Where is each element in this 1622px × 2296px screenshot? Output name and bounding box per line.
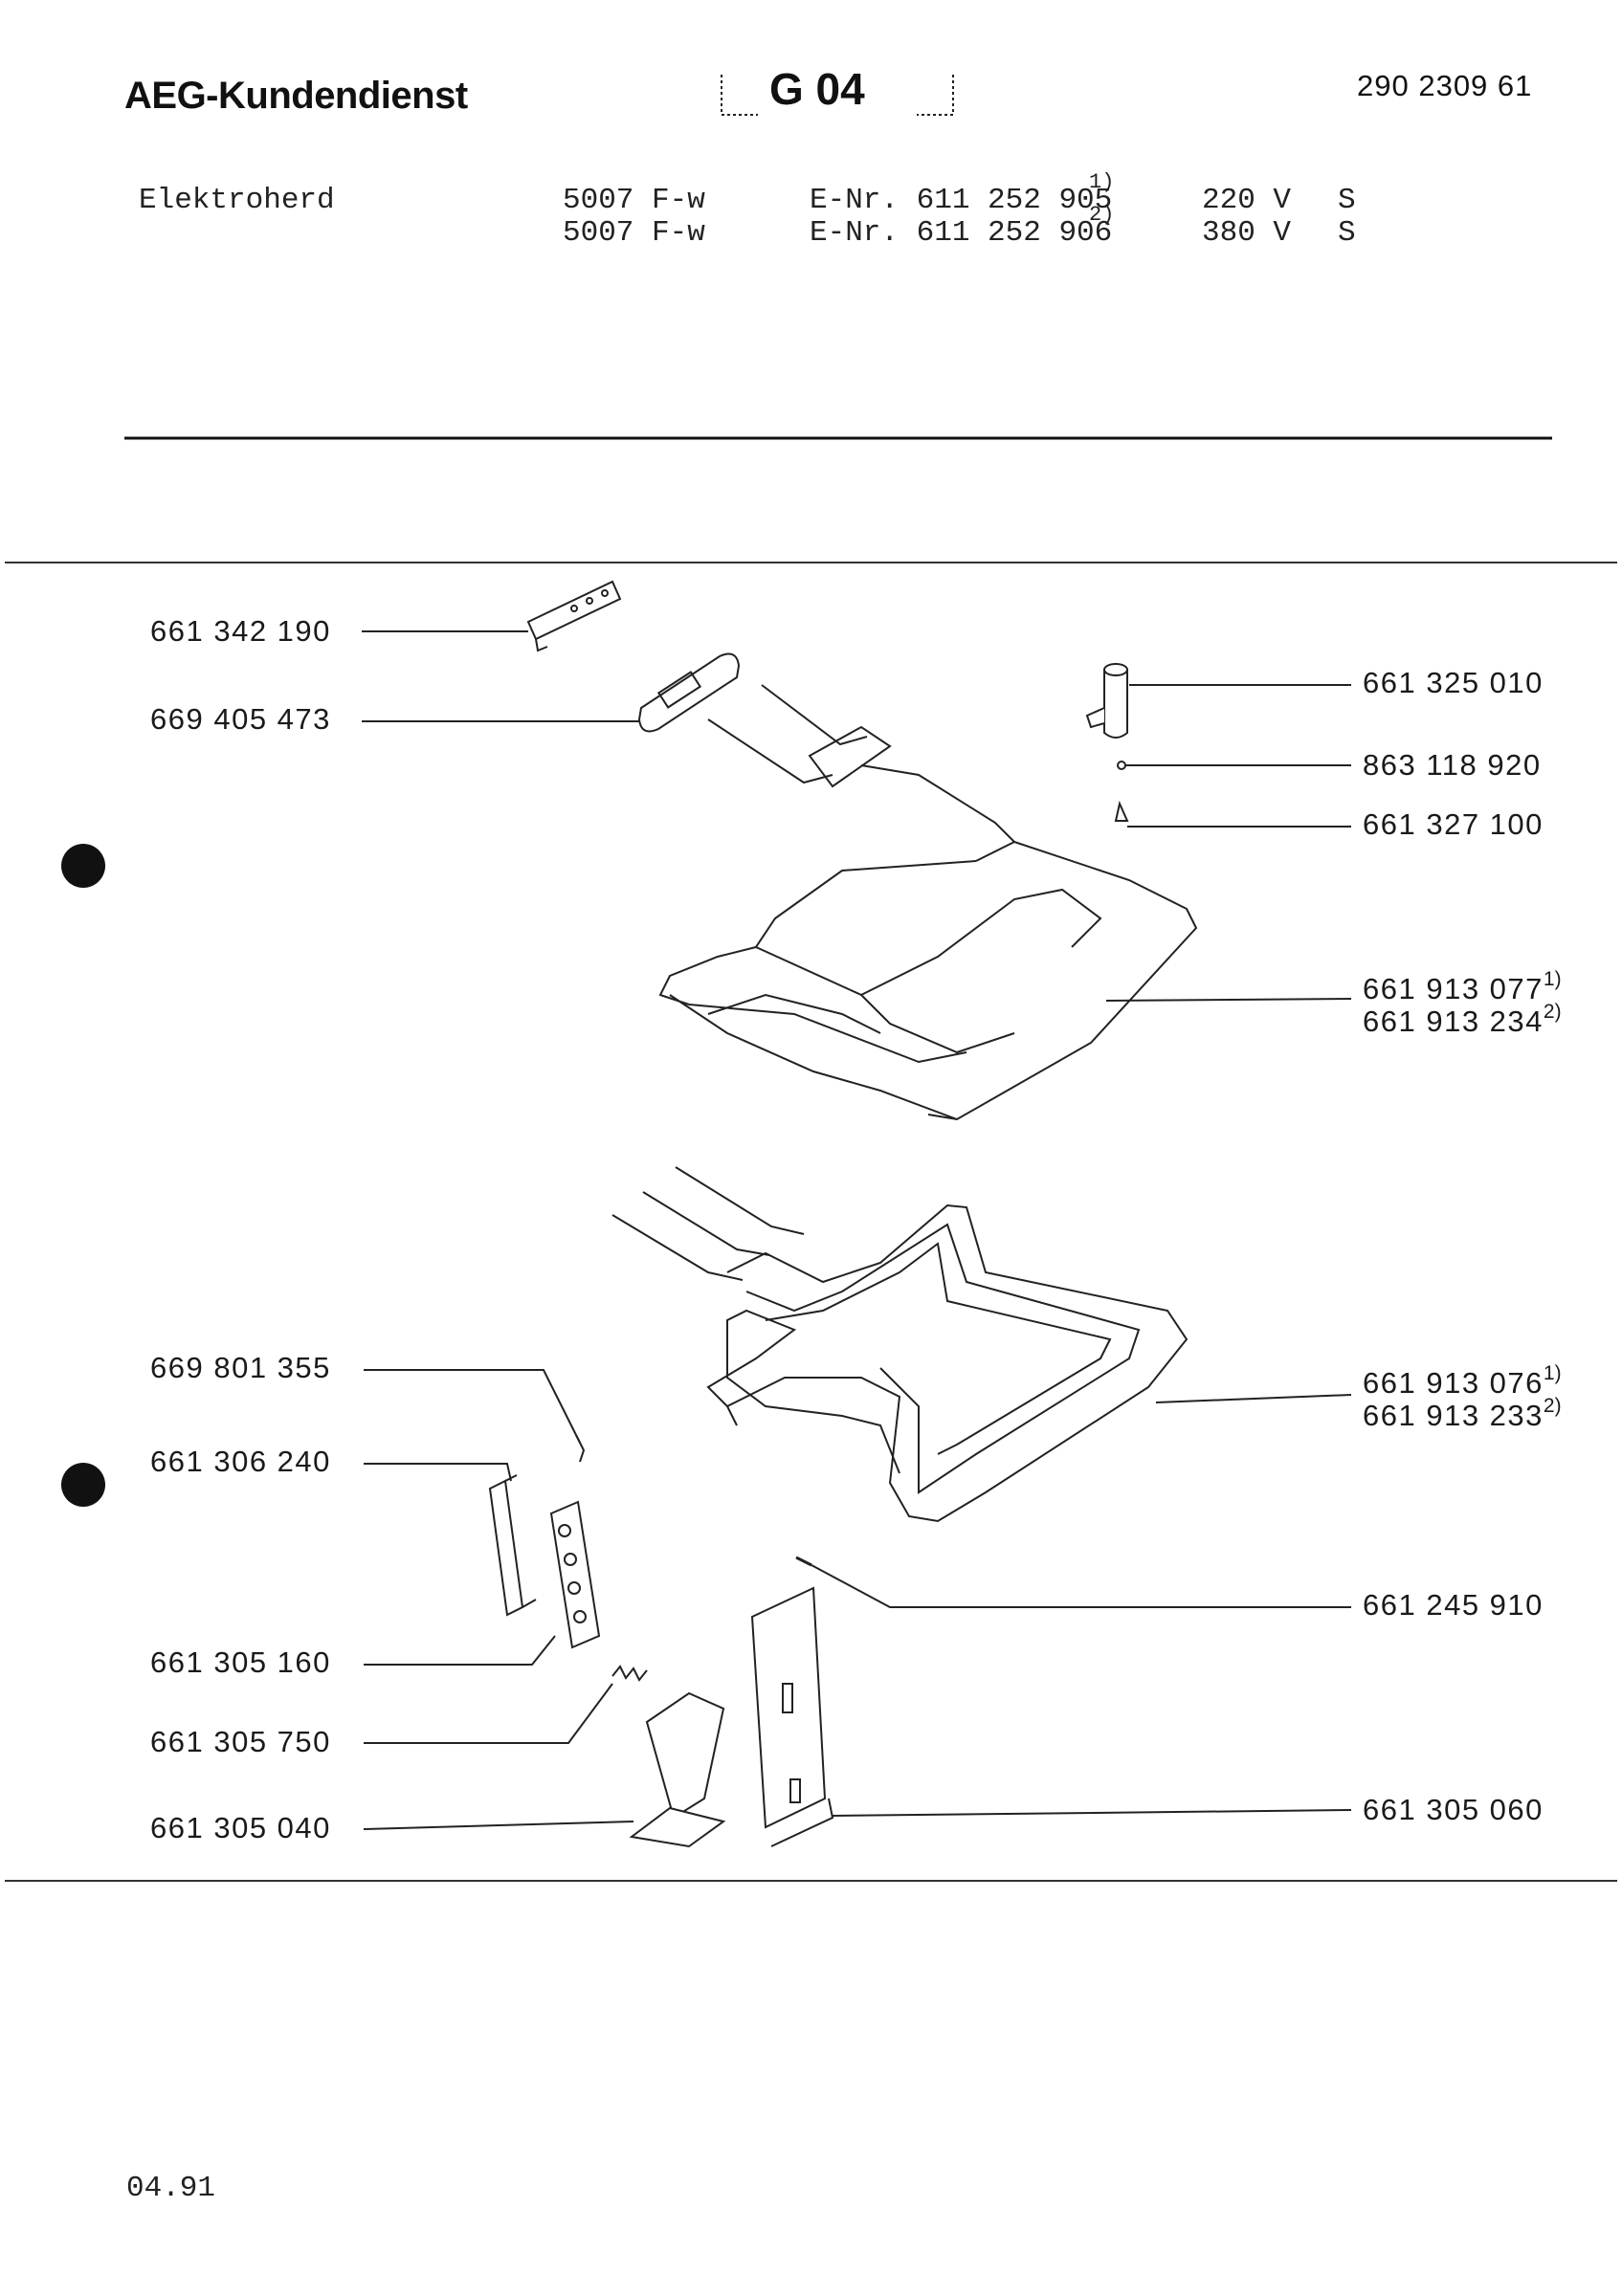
part-note: 2) (1543, 1001, 1562, 1023)
bracket-part (526, 580, 622, 652)
model-number: 5007 F-w (563, 216, 705, 250)
part-number: 661 342 190 (150, 614, 331, 648)
spring-part (611, 1665, 648, 1682)
leader-line (364, 1369, 581, 1444)
part-number: 661 327 100 (1363, 807, 1544, 841)
leader-line (832, 1809, 1352, 1817)
grill-element (658, 684, 1198, 1121)
leader-line (363, 1821, 634, 1830)
part-number: 661 306 240 (150, 1445, 331, 1478)
clip-part (575, 1434, 586, 1463)
section-code-box: G 04 (718, 64, 957, 122)
enr-number: E-Nr. 611 252 905 (810, 184, 1113, 217)
part-note: 1) (1543, 1362, 1562, 1384)
product-name: Elektroherd (139, 184, 335, 217)
voltage: 220 V (1202, 184, 1292, 217)
model-number: 5007 F-w (563, 184, 705, 217)
part-number: 661 305 160 (150, 1645, 331, 1679)
part-note: 2) (1543, 1395, 1562, 1417)
part-number: 661 245 910 (1363, 1588, 1544, 1622)
part-number: 661 913 233 (1363, 1399, 1544, 1432)
punch-hole (61, 844, 105, 888)
gasket-part (637, 652, 741, 733)
part-number: 661 305 040 (150, 1811, 331, 1844)
section-code-brackets (721, 75, 954, 116)
part-number: 669 801 355 (150, 1351, 331, 1384)
part-number: 661 305 060 (1363, 1793, 1544, 1826)
enr-note: 1) (1089, 170, 1115, 194)
leader-line (364, 1463, 512, 1482)
voltage: 380 V (1202, 216, 1292, 250)
pin-part (1085, 663, 1128, 739)
document-number: 290 2309 61 (1357, 69, 1533, 102)
part-number-group: 661 913 0771) (1363, 968, 1562, 1006)
part-number: 669 405 473 (150, 702, 331, 736)
part-number: 661 913 077 (1363, 972, 1544, 1005)
enr-number: E-Nr. 611 252 906 (810, 216, 1113, 250)
rivet-part (1117, 761, 1126, 770)
part-number: 661 325 010 (1363, 666, 1544, 699)
flag: S (1338, 184, 1356, 217)
punch-hole (61, 1463, 105, 1507)
footer-date: 04.91 (126, 2172, 216, 2205)
guide-part (629, 1691, 726, 1848)
leader-line (1105, 998, 1352, 1002)
leader-line (811, 1564, 1351, 1608)
part-number-group: 661 913 0761) (1363, 1362, 1562, 1401)
stirrup-bracket (488, 1474, 537, 1617)
flag: S (1338, 216, 1356, 250)
section-code: G 04 (769, 64, 865, 114)
part-number: 661 913 076 (1363, 1366, 1544, 1400)
cap-part (1114, 800, 1129, 822)
part-number: 661 305 750 (150, 1725, 331, 1758)
screw-part (795, 1556, 812, 1567)
leader-line (1155, 1394, 1352, 1403)
rack-part (549, 1500, 601, 1649)
enr-note: 2) (1089, 203, 1115, 227)
part-number: 661 913 234 (1363, 1004, 1544, 1038)
brand-title: AEG-Kundendienst (124, 75, 468, 117)
part-note: 1) (1543, 968, 1562, 990)
leader-line (364, 1635, 556, 1666)
side-rail-part (750, 1586, 834, 1847)
leader-line (364, 1683, 613, 1744)
bake-element (611, 1166, 1189, 1523)
part-number: 863 118 920 (1363, 748, 1542, 782)
part-number-group: 661 913 2332) (1363, 1395, 1562, 1433)
part-number-group: 661 913 2342) (1363, 1001, 1562, 1039)
